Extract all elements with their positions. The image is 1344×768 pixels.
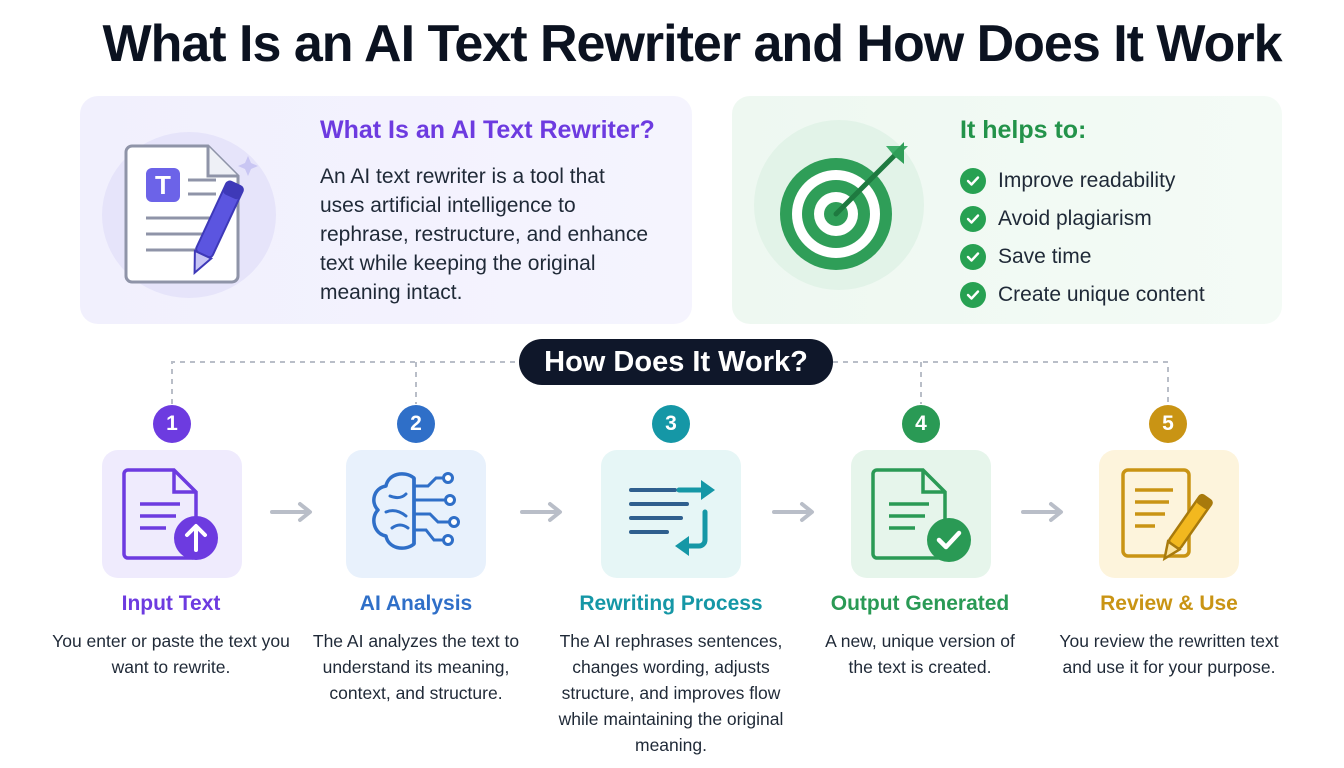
document-pen-icon: T xyxy=(124,144,258,284)
benefits-heading: It helps to: xyxy=(960,116,1087,144)
check-circle-icon xyxy=(960,168,986,194)
step-4-badge: 4 xyxy=(902,405,940,443)
step-4-title: Output Generated xyxy=(830,592,1010,615)
arrow-right-icon xyxy=(1021,502,1063,522)
page-title: What Is an AI Text Rewriter and How Does… xyxy=(102,15,1282,73)
definition-heading: What Is an AI Text Rewriter? xyxy=(320,116,655,144)
step-3-badge: 3 xyxy=(652,405,690,443)
check-circle-icon xyxy=(960,282,986,308)
step-3-description: The AI rephrases sentences, changes word… xyxy=(558,631,784,755)
benefit-item: Save time xyxy=(960,238,1205,276)
step-2-icon-box xyxy=(346,450,486,578)
step-4-description: A new, unique version of the text is cre… xyxy=(825,631,1015,677)
benefit-label: Create unique content xyxy=(998,283,1205,306)
step-2-title: AI Analysis xyxy=(359,592,473,615)
step-1-description: You enter or paste the text you want to … xyxy=(52,631,290,677)
definition-card: T What Is an AI Text Rewriter? An AI tex… xyxy=(80,96,692,324)
brain-circuit-icon xyxy=(372,472,460,550)
step-5-badge: 5 xyxy=(1149,405,1187,443)
step-1-title: Input Text xyxy=(121,592,221,615)
check-circle-icon xyxy=(960,206,986,232)
definition-text: An AI text rewriter is a tool that uses … xyxy=(320,165,649,304)
benefit-item: Avoid plagiarism xyxy=(960,200,1205,238)
arrow-right-icon xyxy=(520,502,562,522)
step-3-title: Rewriting Process xyxy=(579,592,763,615)
target-arrow-icon xyxy=(780,142,908,270)
benefit-label: Improve readability xyxy=(998,169,1176,192)
step-5-title: Review & Use xyxy=(1100,592,1238,615)
step-1-badge: 1 xyxy=(153,405,191,443)
benefit-item: Create unique content xyxy=(960,276,1205,314)
step-5-description: You review the rewritten text and use it… xyxy=(1059,631,1279,677)
step-3-icon-box xyxy=(601,450,741,578)
step-2-badge: 2 xyxy=(397,405,435,443)
step-4-icon-box xyxy=(851,450,991,578)
document-upload-icon xyxy=(122,468,218,560)
arrow-right-icon xyxy=(270,502,312,522)
benefits-card: It helps to: Improve readability Avoid p… xyxy=(732,96,1282,324)
benefit-label: Save time xyxy=(998,245,1092,268)
benefits-list: Improve readability Avoid plagiarism Sav… xyxy=(960,162,1205,314)
step-connector-lines xyxy=(171,361,1169,404)
svg-text:T: T xyxy=(155,170,171,200)
step-2-description: The AI analyzes the text to understand i… xyxy=(312,631,520,703)
document-edit-icon xyxy=(1121,468,1213,562)
benefit-label: Avoid plagiarism xyxy=(998,207,1152,230)
step-5-icon-box xyxy=(1099,450,1239,578)
how-it-works-heading: How Does It Work? xyxy=(519,339,833,385)
arrow-right-icon xyxy=(772,502,814,522)
step-1-icon-box xyxy=(102,450,242,578)
benefit-item: Improve readability xyxy=(960,162,1205,200)
rewrite-arrows-icon xyxy=(629,480,715,556)
document-check-icon xyxy=(871,468,971,562)
check-circle-icon xyxy=(960,244,986,270)
